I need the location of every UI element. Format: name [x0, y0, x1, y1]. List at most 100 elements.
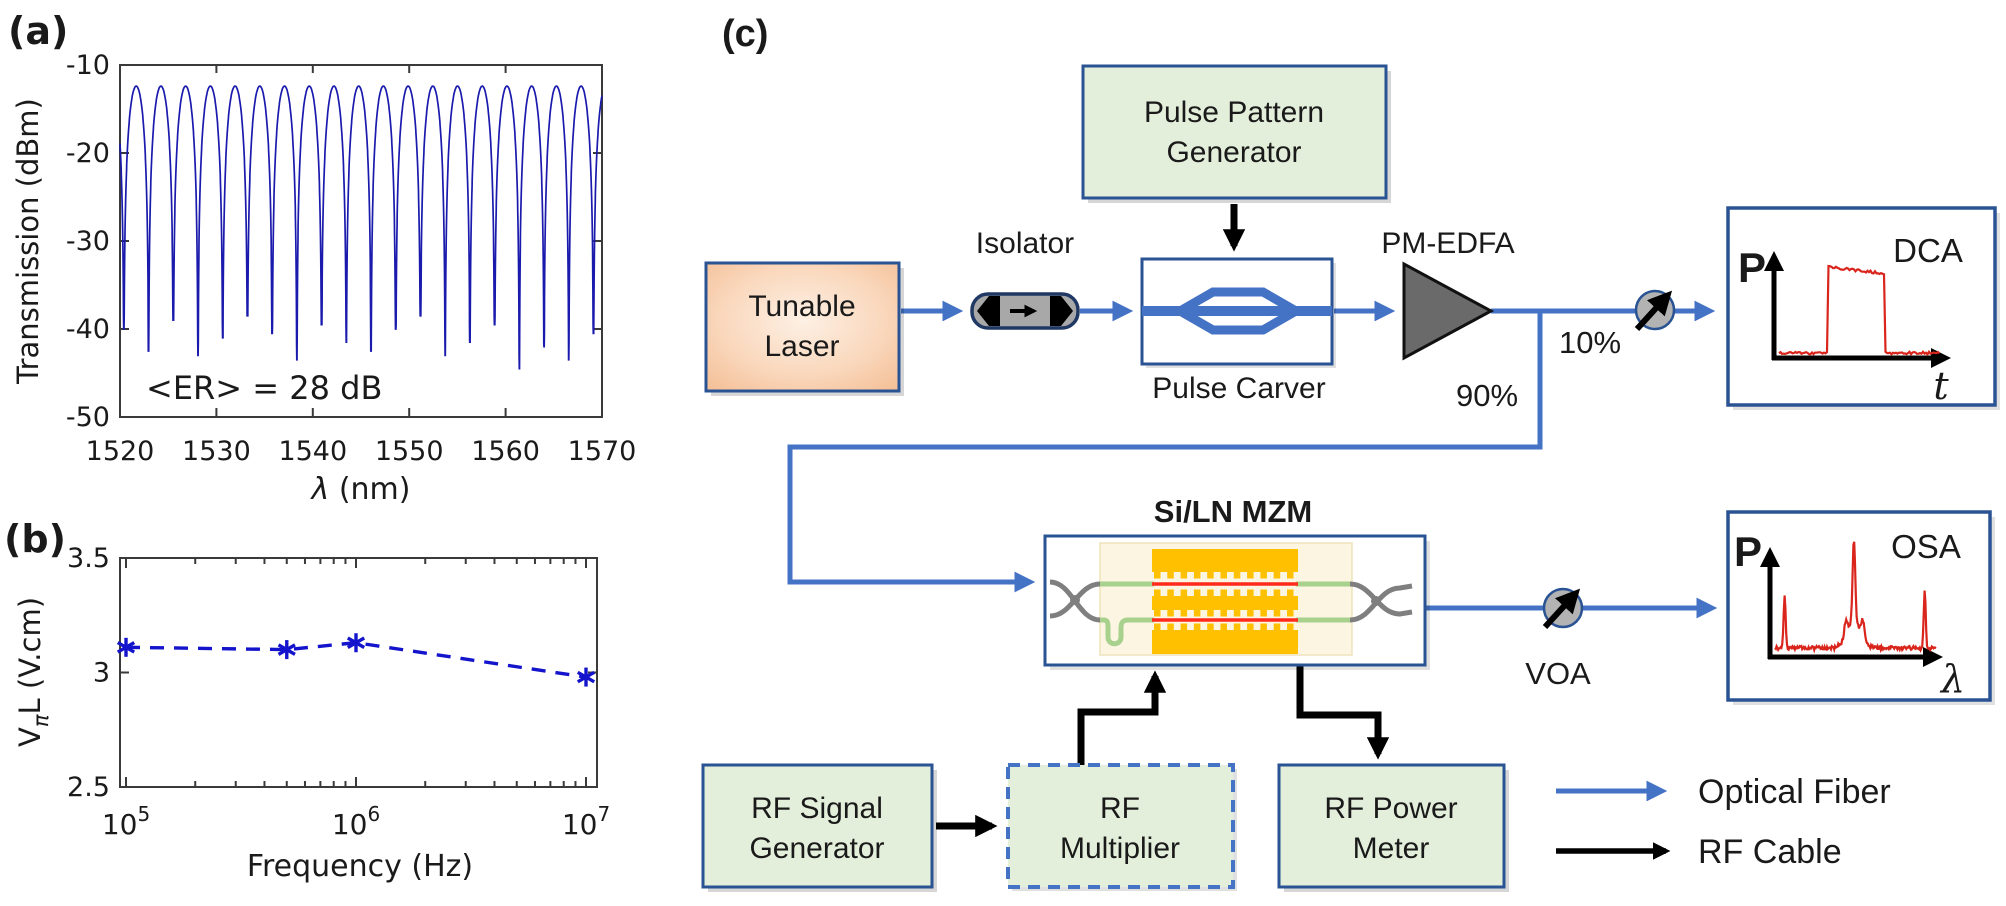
rf-power-meter-box: RF Power Meter — [1277, 763, 1509, 892]
rf-mzm-to-powermeter — [1296, 666, 1390, 760]
panel-a-xlabel: λ (nm) — [310, 472, 411, 507]
tick — [277, 643, 296, 656]
tick — [576, 670, 596, 684]
tick — [116, 641, 136, 654]
osa-instrument: P OSA λ — [1726, 510, 1995, 705]
rfm-rect — [1006, 763, 1235, 889]
pulse-carver-label: Pulse Carver — [1152, 372, 1325, 405]
panel-b-ticks — [120, 557, 597, 788]
isolator-icon — [970, 292, 1080, 330]
ppg-label-1: Pulse Pattern — [1144, 96, 1324, 129]
voa-bottom-arrow — [1542, 588, 1581, 630]
panel-b: (b) VπL (V.cm) 3.5 3 2.5 105 106 107 Fre… — [4, 517, 610, 884]
laser-rect — [704, 261, 901, 393]
ytick-a-1: -20 — [66, 138, 110, 169]
vpil-marker — [277, 640, 296, 660]
ytick-b-0: 3.5 — [67, 543, 110, 574]
electrode-top-body — [1152, 549, 1298, 572]
main-ratio-label: 90% — [1456, 378, 1518, 413]
isolator-end-right — [1050, 296, 1073, 326]
legend-rf-label: RF Cable — [1698, 833, 1842, 871]
vpil-series — [116, 633, 596, 687]
ytick-a-4: -50 — [66, 402, 110, 433]
vpil-marker — [576, 667, 596, 687]
dca-instrument: P DCA t — [1726, 206, 2000, 410]
panel-b-plot-box — [119, 557, 598, 788]
xtick-a-3: 1550 — [375, 436, 444, 467]
panel-c-tag: (c) — [722, 13, 768, 55]
fiber-90-to-mzm — [787, 311, 1543, 593]
coupler-right-node — [1371, 596, 1381, 606]
tunable-laser-box: Tunable Laser — [704, 261, 904, 396]
mzm-couplers — [1049, 579, 1413, 623]
rfm-label-1: RF — [1100, 792, 1140, 825]
rfsg-rect — [701, 763, 934, 889]
rfsg-label-2: Generator — [749, 832, 884, 865]
panel-a-xtick-labels: 1520 1530 1540 1550 1560 1570 — [86, 436, 637, 467]
osa-title: OSA — [1891, 528, 1961, 565]
panel-a-plot-box — [119, 64, 603, 418]
voa-label: VOA — [1525, 656, 1591, 691]
laser-label-1: Tunable — [748, 290, 855, 323]
osa-lambda-axis-label: λ — [1939, 657, 1965, 701]
transmission-trace — [119, 85, 603, 370]
mzm-electrodes — [1152, 549, 1298, 654]
panel-b-xlabel: Frequency (Hz) — [247, 849, 473, 884]
panel-a-tag: (a) — [8, 9, 68, 53]
electrode-mid-body — [1152, 596, 1298, 610]
panel-c: (c) Pulse Pattern Generator — [701, 13, 2000, 892]
ytick-a-3: -40 — [66, 314, 110, 345]
mzm-waveguides — [1098, 581, 1352, 647]
xtick-a-0: 1520 — [86, 436, 155, 467]
rf-cable-lines — [936, 204, 1390, 838]
ytick-a-0: -10 — [66, 50, 110, 81]
rf-multiplier-to-mzm — [1077, 670, 1167, 766]
voa-top-icon — [1634, 289, 1676, 332]
rfpm-label-2: Meter — [1353, 832, 1430, 865]
panel-b-ytick-labels: 3.5 3 2.5 — [67, 543, 110, 803]
mzm-label: Si/LN MZM — [1154, 494, 1312, 529]
rfsg-label-1: RF Signal — [751, 792, 883, 825]
carver-mzi-icon — [1142, 287, 1332, 335]
laser-label-2: Laser — [764, 330, 839, 363]
legend: Optical Fiber RF Cable — [1556, 773, 1891, 871]
pm-edfa-label: PM-EDFA — [1381, 227, 1514, 260]
xtick-a-5: 1570 — [568, 436, 637, 467]
xtick-b-1: 106 — [332, 802, 380, 841]
panel-a-ytick-labels: -10 -20 -30 -40 -50 — [66, 50, 110, 433]
wg-green-ll-with-loop — [1098, 617, 1154, 647]
vpil-marker — [346, 633, 366, 653]
ppg-rect — [1081, 64, 1388, 200]
xtick-a-2: 1540 — [278, 436, 347, 467]
legend-optical-label: Optical Fiber — [1698, 773, 1891, 811]
rfpm-label-1: RF Power — [1324, 792, 1457, 825]
tick — [346, 636, 366, 649]
voa-bottom-icon — [1542, 587, 1584, 630]
xtick-a-1: 1530 — [182, 436, 251, 467]
isolator-label: Isolator — [976, 227, 1074, 260]
ytick-b-2: 2.5 — [67, 772, 110, 803]
xtick-b-0: 105 — [102, 802, 150, 841]
vpil-marker — [116, 637, 136, 657]
panel-b-xtick-labels: 105 106 107 — [102, 802, 610, 841]
rfm-label-2: Multiplier — [1060, 832, 1180, 865]
mzi-loop — [1170, 287, 1306, 335]
panel-b-ylabel: VπL (V.cm) — [13, 597, 53, 747]
rf-multiplier-box: RF Multiplier — [1006, 763, 1237, 891]
dca-t-axis-label: t — [1933, 364, 1949, 408]
xtick-b-2: 107 — [562, 802, 610, 841]
ytick-b-1: 3 — [93, 658, 110, 689]
ytick-a-2: -30 — [66, 226, 110, 257]
rfpm-rect — [1277, 763, 1506, 889]
dca-title: DCA — [1893, 232, 1963, 269]
voa-top-arrow — [1634, 290, 1673, 332]
er-annotation: <ER> = 28 dB — [146, 369, 382, 407]
tap-ratio-label: 10% — [1559, 325, 1621, 360]
edfa-amplifier-icon — [1402, 261, 1495, 361]
rf-signal-generator-box: RF Signal Generator — [701, 763, 937, 892]
pulse-pattern-generator-box: Pulse Pattern Generator — [1081, 64, 1391, 203]
mzm-chip — [1043, 534, 1430, 670]
panel-b-tag: (b) — [4, 517, 66, 561]
vpil-dashed-line — [125, 640, 587, 679]
